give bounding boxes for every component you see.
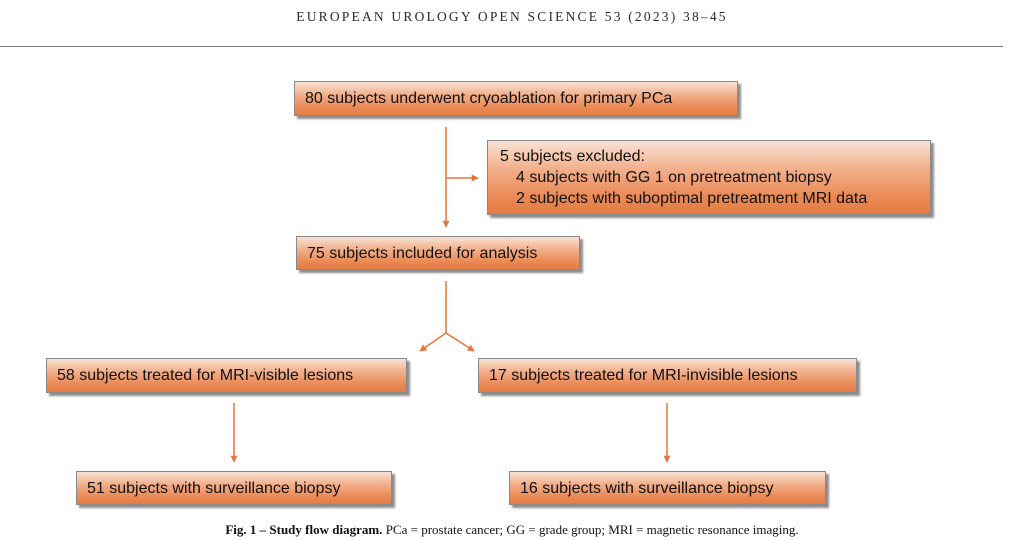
box-excluded-title: 5 subjects excluded: — [500, 148, 645, 165]
figure-caption: Fig. 1 – Study flow diagram. PCa = prost… — [0, 522, 1024, 538]
box-visible-biopsy-text: 51 subjects with surveillance biopsy — [87, 479, 341, 497]
header-rule — [0, 46, 1003, 47]
exclusion-reason: 4 subjects with GG 1 on pretreatment bio… — [516, 169, 832, 186]
exclusion-reason: 2 subjects with suboptimal pretreatment … — [516, 190, 868, 207]
box-mri-invisible-text: 17 subjects treated for MRI-invisible le… — [489, 367, 798, 384]
box-mri-visible-text: 58 subjects treated for MRI-visible lesi… — [57, 367, 354, 384]
box-invisible-biopsy: 16 subjects with surveillance biopsy — [509, 471, 826, 505]
box-mri-visible: 58 subjects treated for MRI-visible lesi… — [46, 358, 407, 393]
box-visible-biopsy: 51 subjects with surveillance biopsy — [76, 471, 392, 505]
box-included-text: 75 subjects included for analysis — [307, 244, 538, 262]
box-invisible-biopsy-text: 16 subjects with surveillance biopsy — [520, 479, 774, 497]
arrow-to-invisible-arm — [445, 332, 475, 352]
box-enrolled-text: 80 subjects underwent cryoablation for p… — [305, 90, 673, 107]
box-excluded: 5 subjects excluded: 4 subjects with GG … — [487, 140, 931, 215]
figure-caption-text: PCa = prostate cancer; GG = grade group;… — [385, 522, 799, 537]
arrow-to-visible-arm — [419, 332, 447, 352]
figure-label: Fig. 1 – Study flow diagram. — [225, 522, 383, 537]
running-head: EUROPEAN UROLOGY OPEN SCIENCE 53 (2023) … — [296, 9, 728, 24]
box-included: 75 subjects included for analysis — [296, 236, 580, 270]
box-mri-invisible: 17 subjects treated for MRI-invisible le… — [478, 358, 857, 393]
box-enrolled: 80 subjects underwent cryoablation for p… — [294, 81, 738, 116]
